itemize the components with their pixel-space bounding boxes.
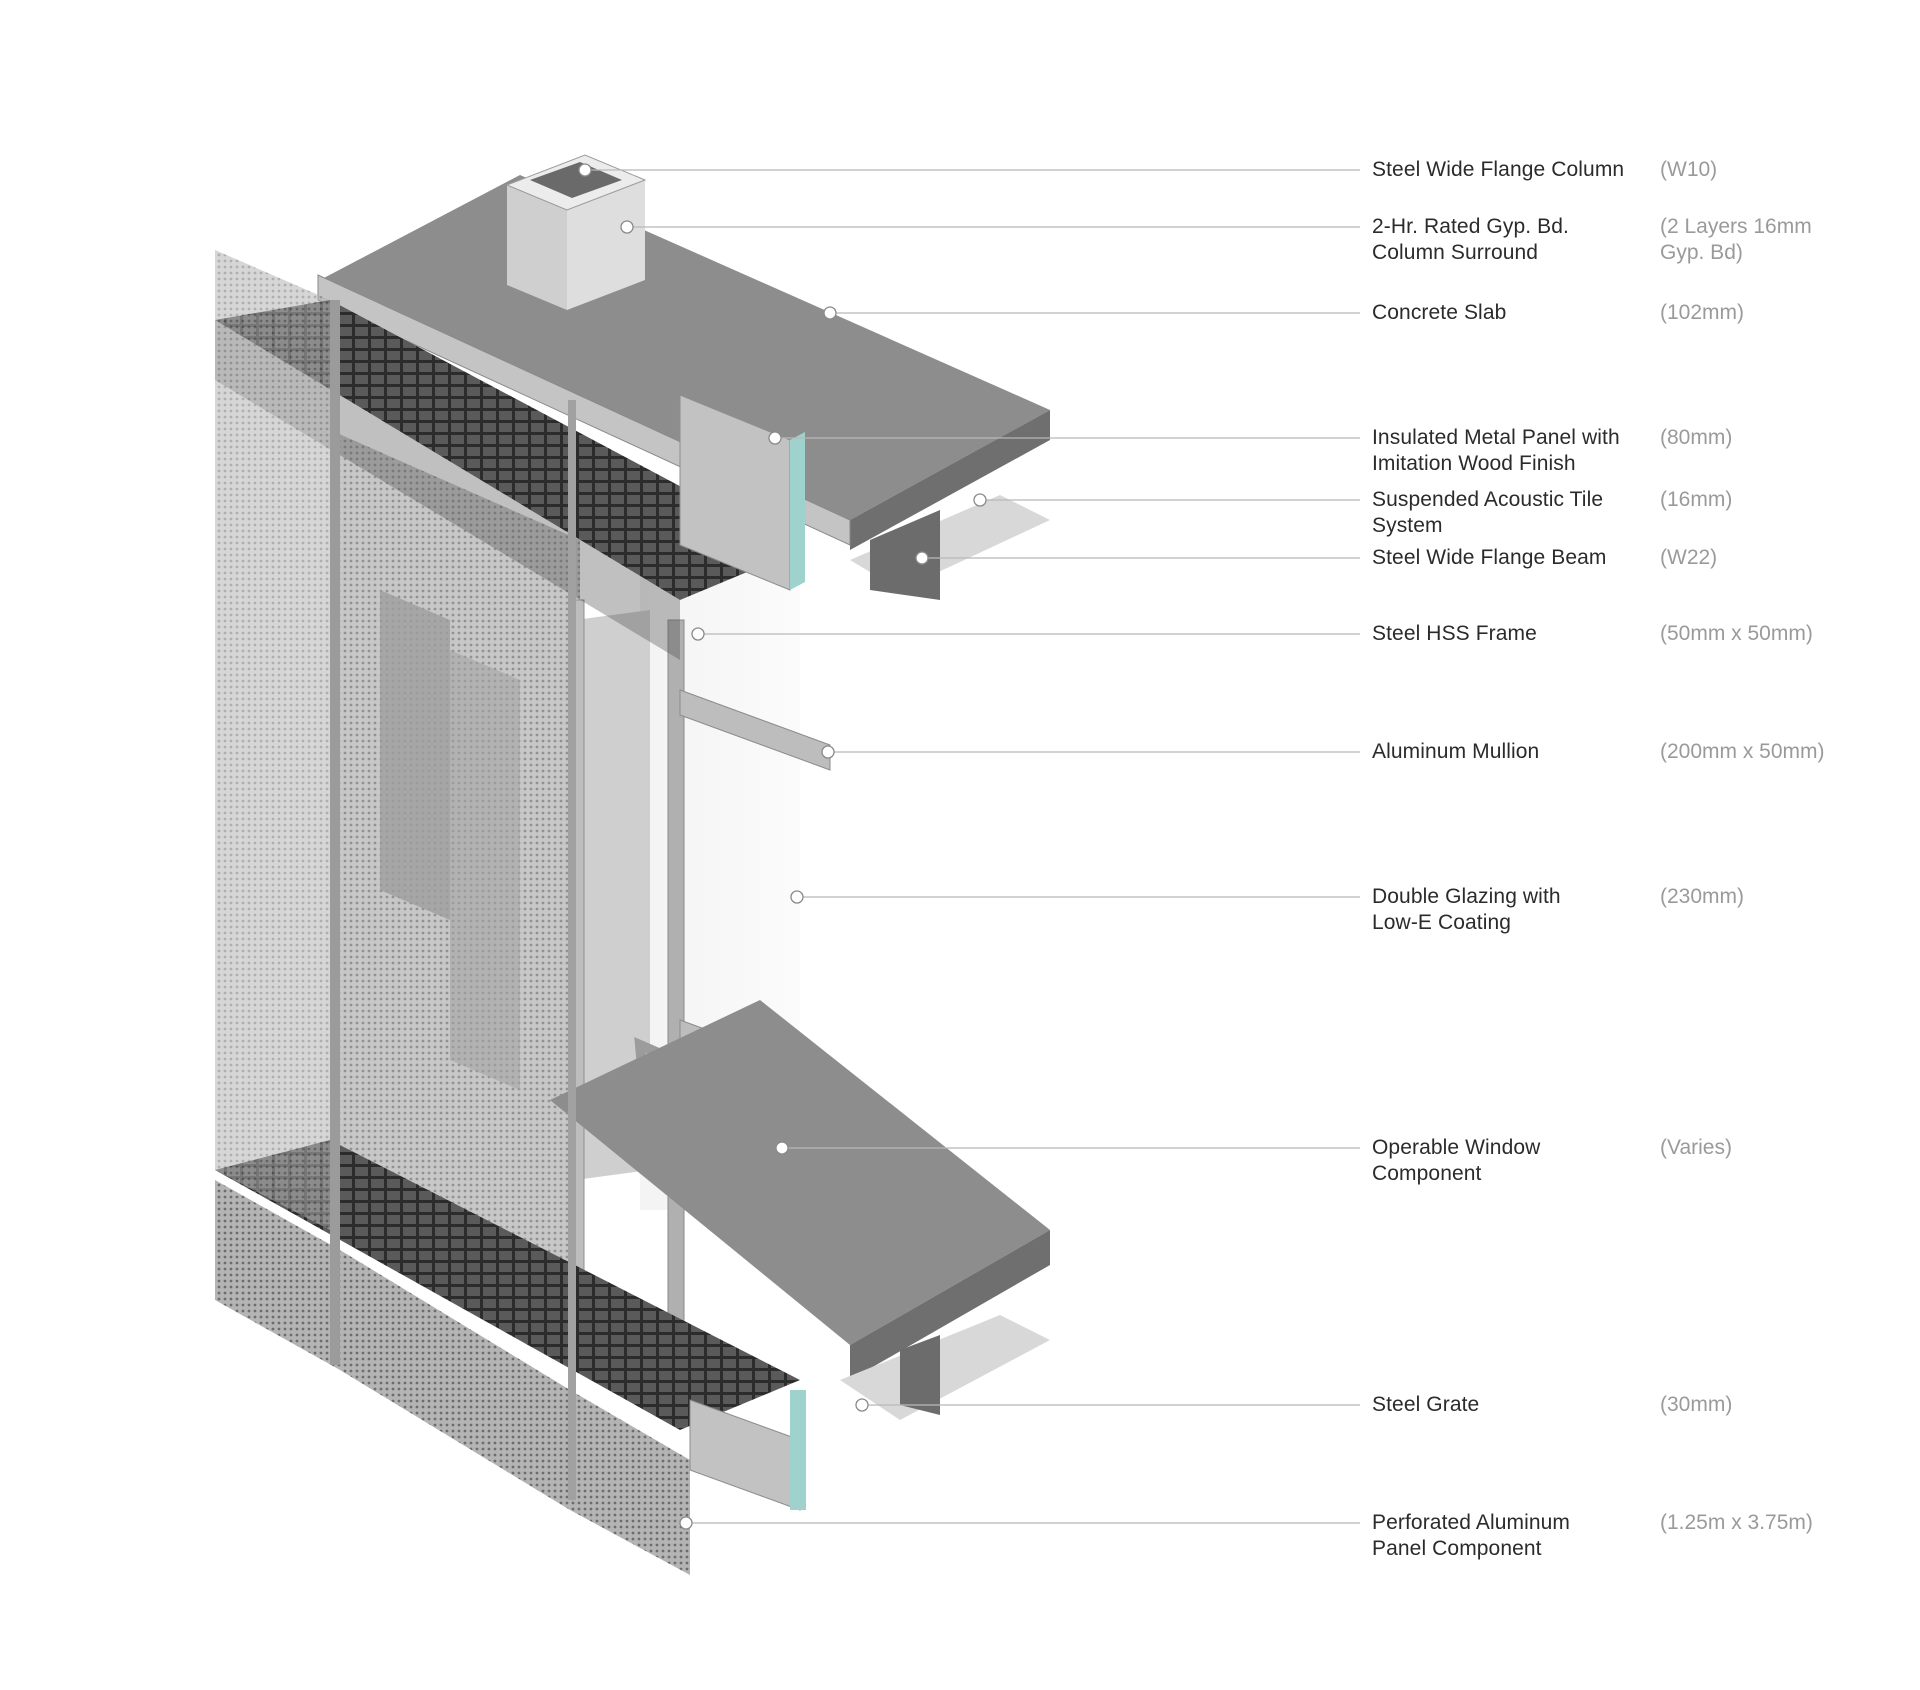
callout-label: Insulated Metal Panel with Imitation Woo… [1372, 426, 1620, 475]
leader-anchor [578, 163, 592, 177]
callout-label: Double Glazing with Low-E Coating [1372, 885, 1561, 934]
aluminum-mullion [679, 689, 831, 771]
steel-grate-lower [215, 1140, 800, 1430]
perforated-panel-lower-right [570, 1390, 690, 1575]
leader-anchor [679, 1516, 693, 1530]
leader-anchor [823, 306, 837, 320]
callout-spec: (2 Layers 16mm Gyp. Bd) [1660, 215, 1812, 264]
callout-label: Steel Grate [1372, 1393, 1480, 1416]
steel-grate-upper [215, 300, 800, 600]
callout-spec: (102mm) [1660, 301, 1745, 324]
leader-anchor [973, 493, 987, 507]
column-surround-front [507, 185, 567, 310]
callout-spec: (W22) [1660, 546, 1718, 569]
strut-a [330, 300, 340, 1365]
leader-anchor [620, 220, 634, 234]
callout-label: Suspended Acoustic Tile System [1372, 488, 1604, 537]
inner-wall [575, 610, 650, 1180]
callout-spec: (30mm) [1660, 1393, 1733, 1416]
perforated-panel-back-left [215, 250, 330, 1230]
callout-spec: (80mm) [1660, 426, 1733, 449]
leader-anchor [768, 431, 782, 445]
perforated-panel-lower-mid [340, 1250, 570, 1510]
strut-b [568, 400, 576, 1500]
steel-column [530, 162, 622, 198]
callout-label: Steel Wide Flange Column [1372, 158, 1625, 181]
callout-label: Aluminum Mullion [1372, 740, 1540, 763]
callout-label: Concrete Slab [1372, 301, 1507, 324]
callout-spec: (230mm) [1660, 885, 1745, 908]
concrete-slab-lower-front [850, 1230, 1050, 1380]
window-opening-lower [450, 650, 520, 1090]
steel-beam-upper [870, 510, 940, 600]
callout-label: Perforated Aluminum Panel Component [1372, 1511, 1570, 1560]
callout-spec: (50mm x 50mm) [1660, 622, 1813, 645]
callout-spec: (16mm) [1660, 488, 1733, 511]
window-opening-upper [380, 590, 450, 920]
leader-anchor [691, 627, 705, 641]
acoustic-tile-lower [840, 1315, 1050, 1420]
callout-spec: (Varies) [1660, 1136, 1732, 1159]
callout-label: 2-Hr. Rated Gyp. Bd. Column Surround [1372, 215, 1569, 264]
insulation-lower [790, 1390, 806, 1510]
callout-spec: (1.25m x 3.75m) [1660, 1511, 1813, 1534]
callout-spec: (W10) [1660, 158, 1718, 181]
leader-anchor [775, 1141, 789, 1155]
leader-anchor [855, 1398, 869, 1412]
callout-label: Steel Wide Flange Beam [1372, 546, 1607, 569]
insulation-upper [790, 432, 805, 590]
concrete-slab-upper-top [320, 175, 1050, 520]
steel-beam-lower [900, 1335, 940, 1415]
concrete-slab-upper-front [850, 410, 1050, 550]
leader-lines [578, 163, 1360, 1530]
perforated-panel-lower-left [215, 1180, 340, 1370]
concrete-slab-lower-top [550, 1000, 1050, 1345]
leader-anchor [821, 745, 835, 759]
callout-label: Steel HSS Frame [1372, 622, 1537, 645]
leader-anchor [790, 890, 804, 904]
column-surround-side [567, 180, 645, 310]
callout-spec: (200mm x 50mm) [1660, 740, 1825, 763]
leader-anchor [915, 551, 929, 565]
callout-label: Operable Window Component [1372, 1136, 1541, 1185]
